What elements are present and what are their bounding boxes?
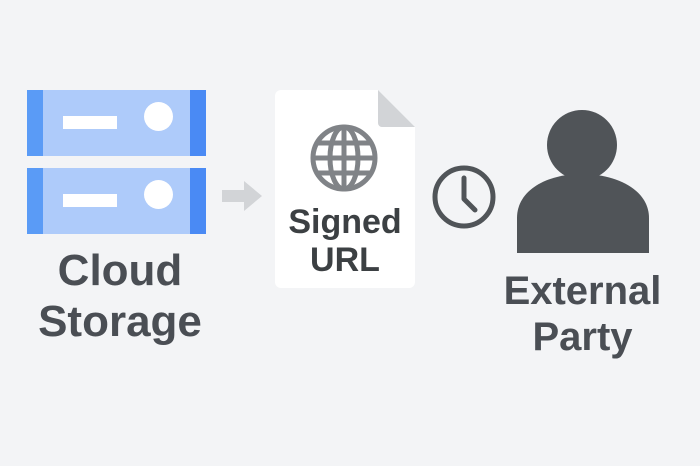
arrow-right-icon	[222, 181, 262, 211]
server-unit-top	[27, 90, 206, 156]
external-party-label: External Party	[503, 269, 662, 359]
server-unit-bottom	[27, 168, 206, 234]
clock-icon	[432, 165, 496, 229]
globe-icon	[310, 124, 378, 192]
person-icon	[517, 110, 649, 253]
signed-url-label: Signed URL	[288, 203, 402, 280]
cloud-storage-label: Cloud Storage	[38, 246, 202, 346]
document-fold	[378, 90, 415, 127]
